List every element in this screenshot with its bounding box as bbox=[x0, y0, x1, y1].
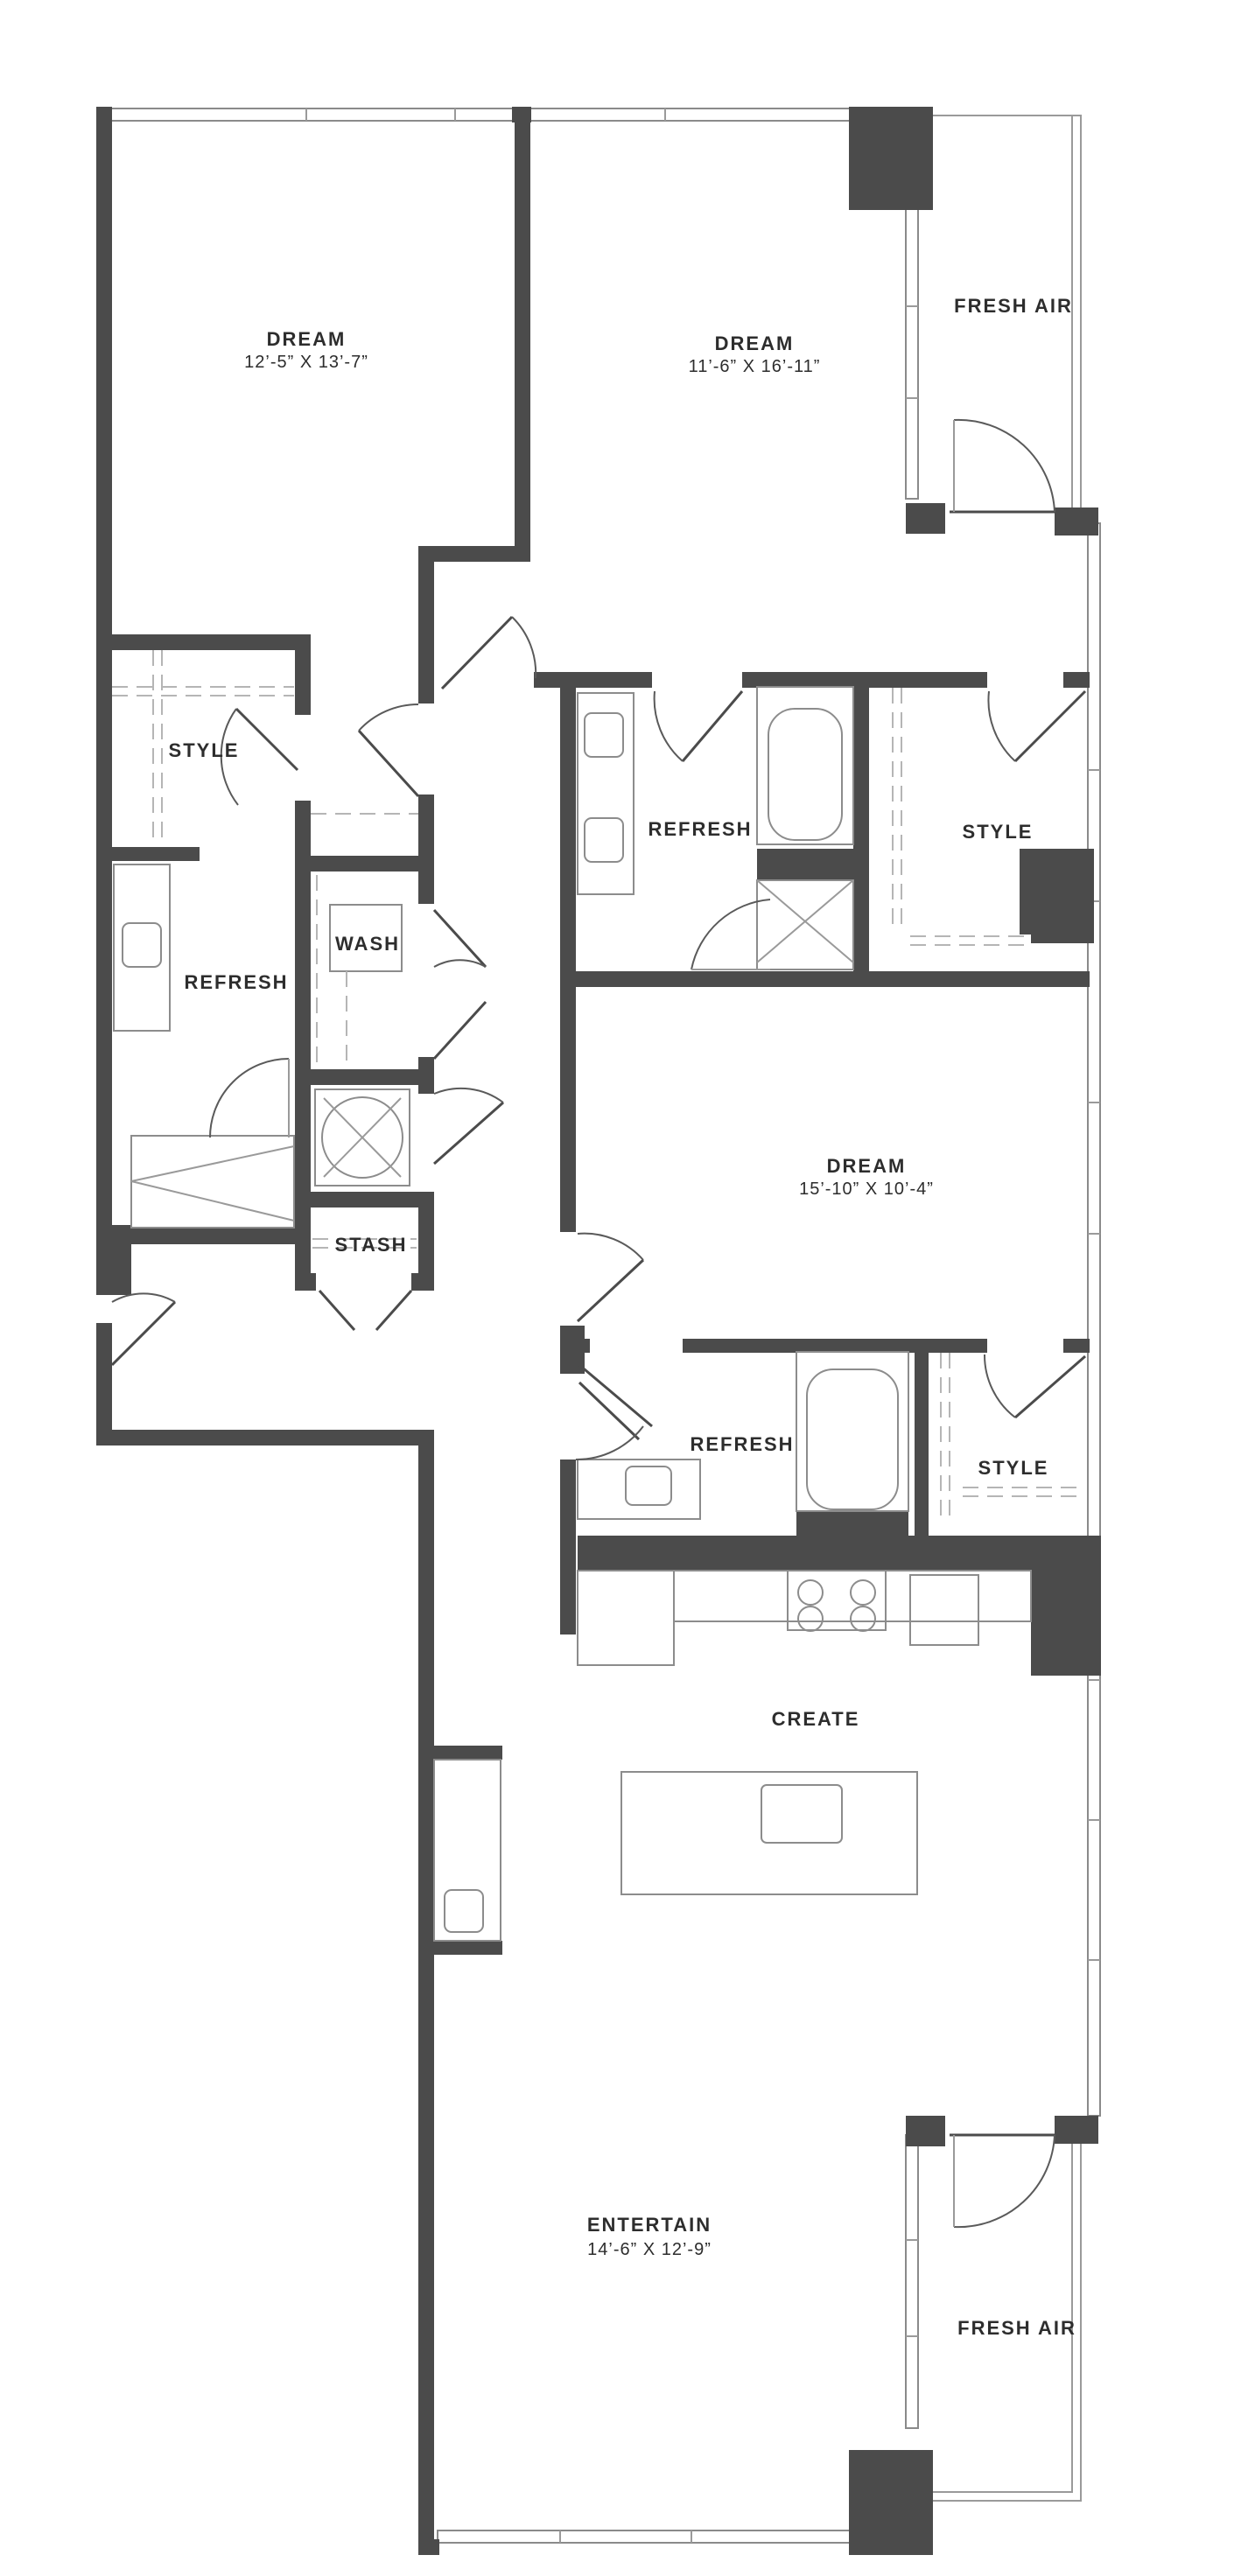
balconies bbox=[905, 115, 1082, 2502]
room-label-fresh-air-1: FRESH AIR bbox=[954, 295, 1073, 317]
fixtures bbox=[112, 650, 1085, 1942]
room-label-fresh-air-2: FRESH AIR bbox=[957, 2317, 1076, 2339]
walls bbox=[96, 107, 1101, 2555]
room-dims-dream-2: 11’-6” X 16’-11” bbox=[689, 357, 821, 376]
room-dims-entertain: 14’-6” X 12’-9” bbox=[587, 2240, 712, 2259]
refrigerator bbox=[577, 1570, 675, 1666]
room-label-refresh-2: REFRESH bbox=[648, 818, 752, 840]
room-dims-dream-3: 15’-10” X 10’-4” bbox=[799, 1180, 934, 1199]
bathtub bbox=[796, 1351, 909, 1512]
dishwasher bbox=[909, 1574, 979, 1646]
room-label-dream-3: DREAM bbox=[827, 1155, 907, 1177]
room-label-create: CREATE bbox=[772, 1708, 860, 1730]
room-label-style-1: STYLE bbox=[169, 739, 240, 761]
kitchen-island bbox=[620, 1771, 918, 1895]
sink-icon bbox=[584, 817, 624, 863]
windows bbox=[109, 108, 1101, 2544]
range bbox=[787, 1570, 887, 1631]
vanity bbox=[113, 864, 171, 1032]
doors bbox=[110, 418, 1087, 2229]
room-labels: DREAM 12’-5” X 13’-7” DREAM 11’-6” X 16’… bbox=[169, 295, 1076, 2339]
island-sink bbox=[761, 1784, 843, 1844]
shower bbox=[756, 879, 854, 970]
room-label-refresh-1: REFRESH bbox=[184, 971, 288, 993]
bar-counter bbox=[433, 1759, 501, 1942]
bathtub bbox=[756, 686, 854, 845]
double-vanity bbox=[577, 692, 635, 895]
room-label-style-3: STYLE bbox=[978, 1457, 1049, 1479]
room-dims-dream-1: 12’-5” X 13’-7” bbox=[244, 353, 368, 372]
sink-icon bbox=[122, 922, 162, 968]
room-label-stash: STASH bbox=[335, 1234, 408, 1256]
room-label-dream-1: DREAM bbox=[267, 328, 347, 350]
washer bbox=[329, 904, 403, 972]
room-label-entertain: ENTERTAIN bbox=[587, 2214, 712, 2236]
vanity bbox=[577, 1459, 701, 1520]
room-label-wash: WASH bbox=[335, 933, 400, 955]
sink-icon bbox=[584, 712, 624, 758]
hvac bbox=[314, 1088, 410, 1186]
room-label-dream-2: DREAM bbox=[715, 332, 795, 354]
room-label-refresh-3: REFRESH bbox=[690, 1433, 794, 1455]
sink-icon bbox=[444, 1889, 484, 1933]
sink-icon bbox=[625, 1466, 672, 1506]
room-label-style-2: STYLE bbox=[963, 821, 1034, 843]
